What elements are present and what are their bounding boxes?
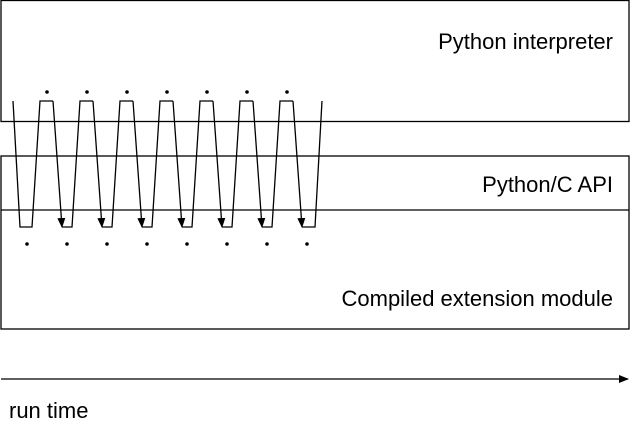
python-interpreter-box — [0, 0, 630, 123]
return-dot — [285, 90, 289, 94]
call-arrow — [252, 100, 266, 228]
compiled-extension-label: Compiled extension module — [342, 286, 614, 311]
python-c-api-label: Python/C API — [482, 172, 613, 197]
call-dot — [105, 242, 109, 246]
call-dot — [65, 242, 69, 246]
compiled-extension-layer: Compiled extension module — [1, 209, 629, 311]
call-arrow — [172, 100, 186, 228]
call-arrow — [92, 100, 106, 228]
run-time-axis: run time — [1, 375, 629, 423]
return-dot — [165, 90, 169, 94]
call-dot — [145, 242, 149, 246]
return-dot — [125, 90, 129, 94]
call-dot — [225, 242, 229, 246]
call-arrow — [132, 100, 146, 228]
transition-path — [12, 100, 323, 228]
call-arrow — [292, 100, 306, 228]
python-interpreter-label: Python interpreter — [438, 29, 613, 54]
python-c-api-box — [0, 155, 630, 330]
call-dot — [305, 242, 309, 246]
return-dot — [245, 90, 249, 94]
return-dot — [85, 90, 89, 94]
call-dot — [265, 242, 269, 246]
call-arrow — [212, 100, 226, 228]
call-dot — [25, 242, 29, 246]
call-dot — [185, 242, 189, 246]
run-time-label: run time — [9, 398, 88, 423]
return-dot — [45, 90, 49, 94]
return-dot — [205, 90, 209, 94]
call-arrow — [52, 100, 66, 228]
python-c-api-layer: Python/C API — [0, 155, 630, 330]
call-return-transitions — [12, 90, 323, 246]
python-interpreter-layer: Python interpreter — [0, 0, 630, 123]
